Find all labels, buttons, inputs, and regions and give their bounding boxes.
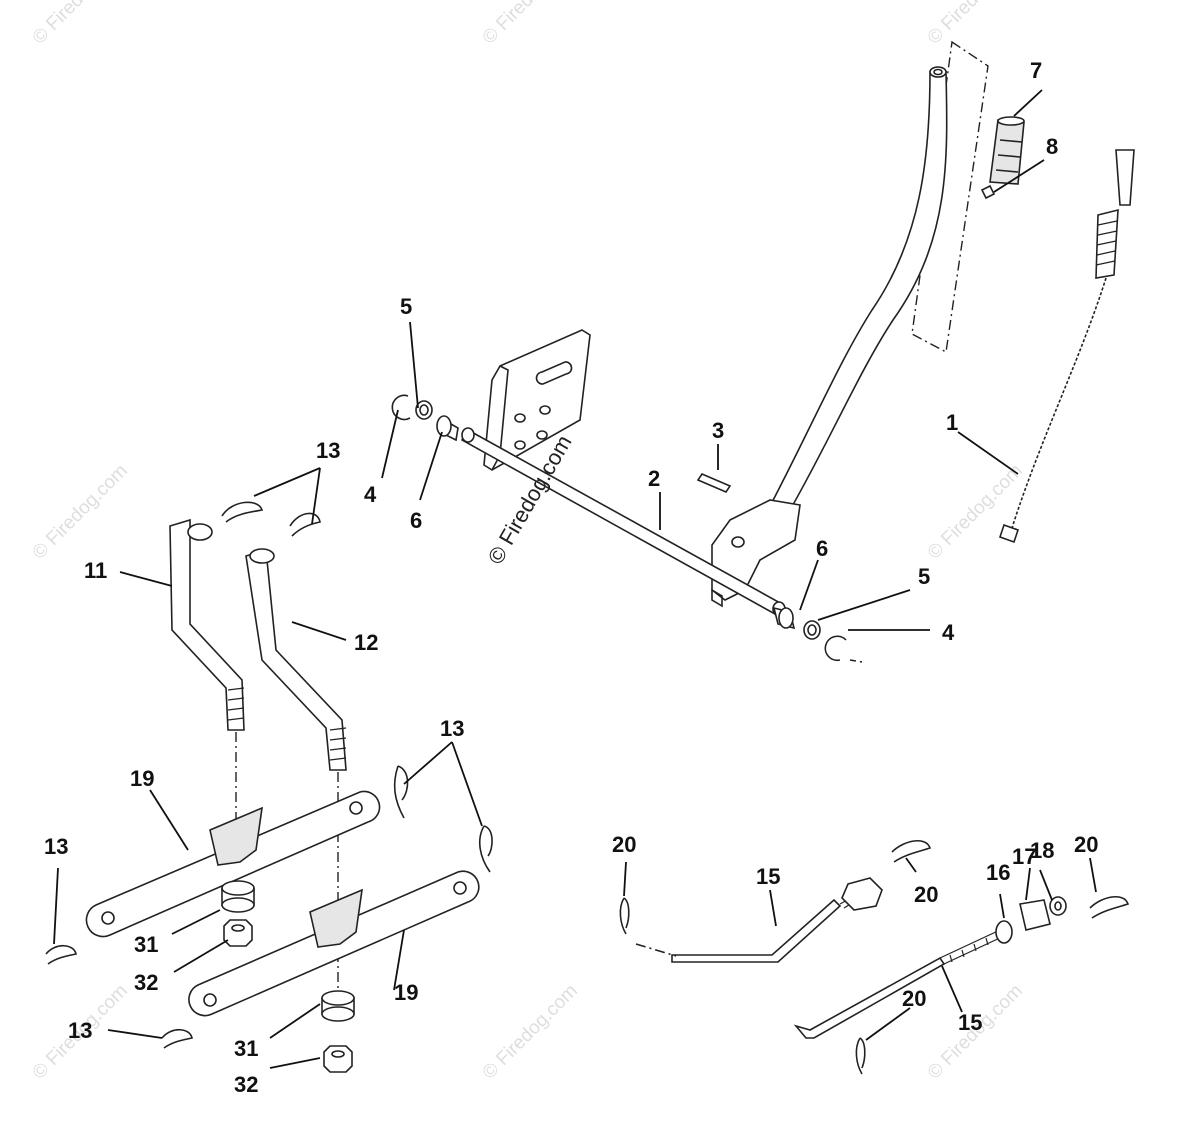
callout-11: 11 xyxy=(84,558,107,583)
callout-5-left: 5 xyxy=(400,294,412,319)
cotter-pins-20 xyxy=(619,840,1130,1075)
callout-1: 1 xyxy=(946,410,958,435)
callout-32-lower: 32 xyxy=(234,1072,258,1097)
callout-7: 7 xyxy=(1030,58,1042,83)
callout-31-upper: 31 xyxy=(134,932,158,957)
callout-20-left: 20 xyxy=(612,832,636,857)
callout-3: 3 xyxy=(712,418,724,443)
callout-13-bottom: 13 xyxy=(68,1018,92,1043)
callout-4-left: 4 xyxy=(364,482,377,507)
watermark-mid-left: © Firedog.com xyxy=(29,460,132,563)
callout-2: 2 xyxy=(648,466,660,491)
watermark-top-left: © Firedog.com xyxy=(29,0,132,49)
callout-18: 18 xyxy=(1030,838,1054,863)
lift-cable xyxy=(998,149,1135,544)
callout-12: 12 xyxy=(354,630,378,655)
hairpin-clips-13 xyxy=(45,501,493,1049)
mounting-plate xyxy=(483,329,591,471)
callout-15-upper: 15 xyxy=(756,864,780,889)
callout-numbers: 1 2 3 4 4 5 5 6 6 7 8 11 12 13 13 13 13 … xyxy=(44,58,1098,1097)
lift-arm-lower xyxy=(188,870,480,1017)
watermark-bottom-center: © Firedog.com xyxy=(479,980,582,1083)
callout-4-right: 4 xyxy=(942,620,955,645)
callout-31-lower: 31 xyxy=(234,1036,258,1061)
callout-20-bottom: 20 xyxy=(902,986,926,1011)
callout-13-left: 13 xyxy=(44,834,68,859)
callout-6-right: 6 xyxy=(816,536,828,561)
watermark-top-right: © Firedog.com xyxy=(924,0,1027,49)
callout-5-right: 5 xyxy=(918,564,930,589)
callout-6-left: 6 xyxy=(410,508,422,533)
watermark-mid-right: © Firedog.com xyxy=(924,460,1027,563)
callout-20-right: 20 xyxy=(1074,832,1098,857)
lift-link-12 xyxy=(245,548,347,1000)
roll-pin xyxy=(696,473,732,493)
callout-13-top: 13 xyxy=(316,438,340,463)
callout-16: 16 xyxy=(986,860,1010,885)
callout-32-upper: 32 xyxy=(134,970,158,995)
callout-13-mid: 13 xyxy=(440,716,464,741)
lift-link-11 xyxy=(169,518,245,892)
right-shaft-hardware xyxy=(772,606,863,663)
callout-19-upper: 19 xyxy=(130,766,154,791)
callout-20-center: 20 xyxy=(914,882,938,907)
left-shaft-hardware xyxy=(391,394,459,442)
handle-grip xyxy=(980,116,1025,200)
lift-handle xyxy=(711,66,948,608)
callout-17: 17 xyxy=(1012,844,1036,869)
callout-8: 8 xyxy=(1046,134,1058,159)
callout-15-lower: 15 xyxy=(958,1010,982,1035)
watermark-top-center: © Firedog.com xyxy=(479,0,582,49)
callout-19-lower: 19 xyxy=(394,980,418,1005)
leader-lines xyxy=(53,89,1097,1069)
deck-lift-rods xyxy=(635,877,1067,1039)
